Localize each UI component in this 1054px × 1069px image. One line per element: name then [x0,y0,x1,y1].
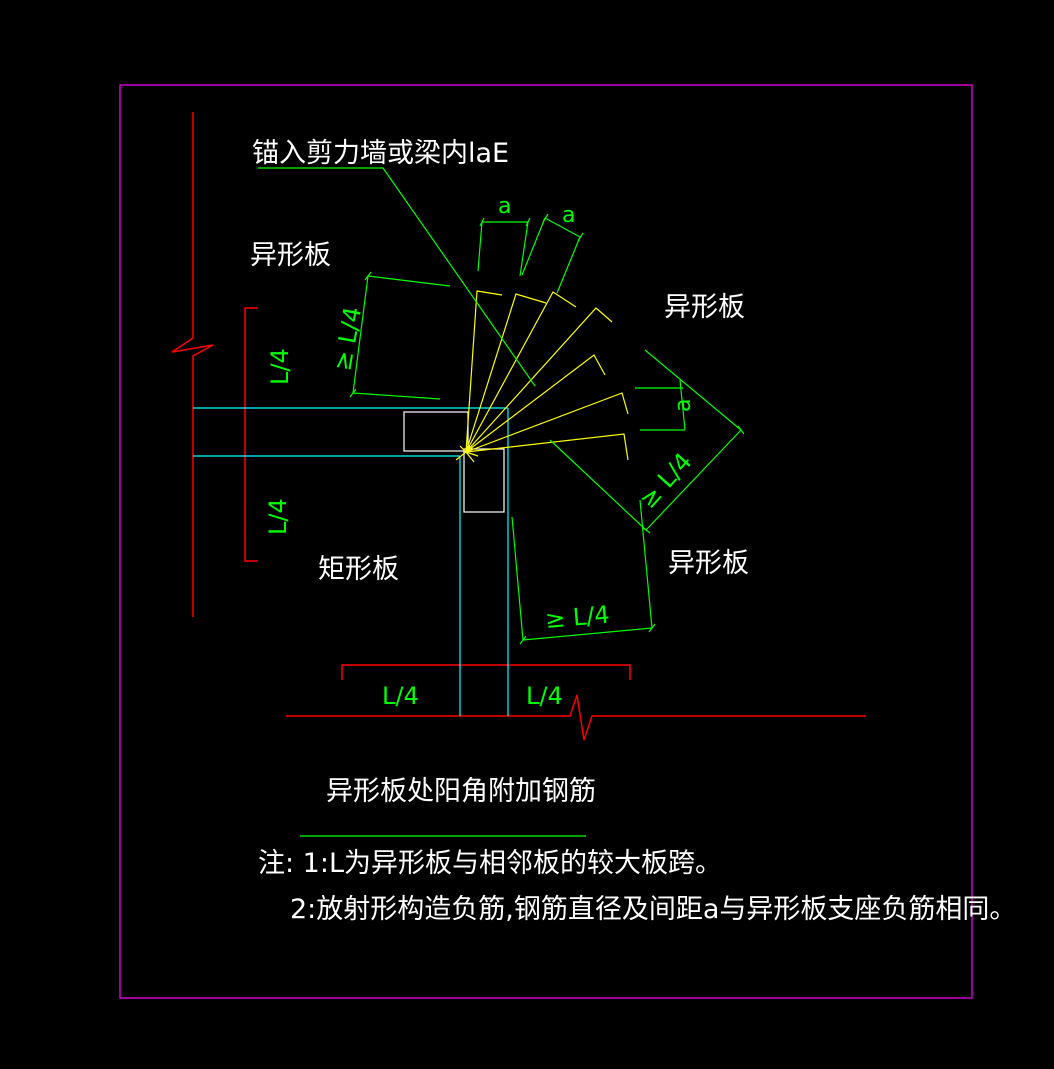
note-line-2: 2:放射形构造负筋,钢筋直径及间距a与异形板支座负筋相同。 [290,894,1016,925]
horizontal-beam [193,407,508,457]
left-wall-line [171,112,214,617]
column-box-horizontal [403,411,469,452]
note-line-1: 注: 1:L为异形板与相邻板的较大板跨。 [258,848,722,879]
bottom-min-dim [511,499,656,645]
vertical-beam [459,408,509,716]
upper-left-min-dim [349,271,451,400]
spacing-a-1: a [498,194,511,219]
drawing-frame [119,84,973,999]
anchor-leader [258,167,536,387]
spacing-a-2: a [562,203,575,228]
left-l4-bracket [244,307,258,562]
anchor-note: 锚入剪力墙或梁内laE [252,138,509,169]
rectangular-slab-label: 矩形板 [318,554,399,585]
l4-horizontal-right: L/4 [526,682,563,710]
l4-vertical-bottom: L/4 [264,498,292,535]
min-l4-left: ≥ L/4 [328,305,367,373]
l4-horizontal-left: L/4 [382,682,419,710]
irregular-slab-label-right-bottom: 异形板 [668,548,749,579]
right-min-dim [549,349,745,534]
bottom-wall-line [286,694,866,741]
column-box-vertical [463,448,505,513]
min-l4-right: ≥ L/4 [634,447,698,514]
irregular-slab-label-top-left: 异形板 [250,240,331,271]
spacing-a-3: a [671,399,696,412]
drawing-title: 异形板处阳角附加钢筋 [326,776,596,807]
bottom-l4-bracket [341,664,631,680]
radial-rebars [455,290,629,463]
top-spacing-dims [477,213,584,294]
l4-vertical-top: L/4 [266,348,294,385]
irregular-slab-label-right-top: 异形板 [664,292,745,323]
min-l4-bottom: ≥ L/4 [544,600,611,634]
